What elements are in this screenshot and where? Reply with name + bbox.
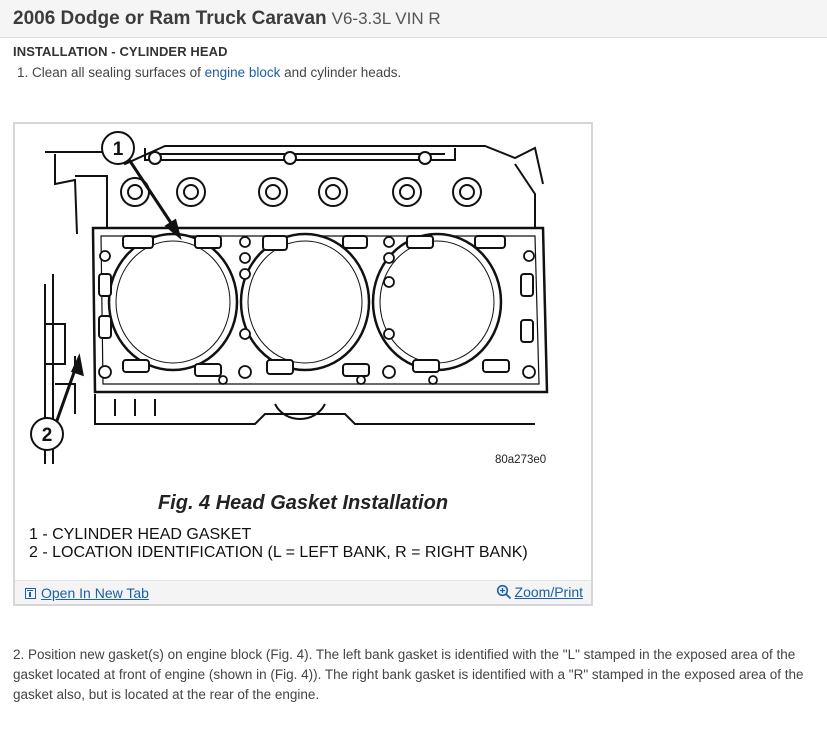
callout-1-label: 1 <box>113 139 124 160</box>
step-1-suffix: and cylinder heads. <box>280 65 402 80</box>
vehicle-title: 2006 Dodge or Ram Truck Caravan <box>13 7 327 29</box>
open-in-new-tab-link[interactable]: Open In New Tab <box>25 585 149 601</box>
head-gasket-diagram[interactable]: 1 2 <box>15 124 591 484</box>
callout-2-label: 2 <box>42 425 53 446</box>
figure-code: 80a273e0 <box>495 454 547 466</box>
step-1: 1. Clean all sealing surfaces of engine … <box>17 65 401 80</box>
figure-legend: 1 - CYLINDER HEAD GASKET 2 - LOCATION ID… <box>29 526 549 562</box>
open-in-new-tab-label: Open In New Tab <box>41 585 149 601</box>
page-header: 2006 Dodge or Ram Truck Caravan V6-3.3L … <box>0 0 827 38</box>
zoom-print-label: Zoom/Print <box>514 584 583 600</box>
step-1-prefix: 1. Clean all sealing surfaces of <box>17 65 205 80</box>
legend-item-1: 1 - CYLINDER HEAD GASKET <box>29 526 252 543</box>
callout-2: 2 <box>30 417 64 451</box>
section-heading: INSTALLATION - CYLINDER HEAD <box>13 44 228 59</box>
figure-container: 1 2 80a273e0 Fig. 4 Head Gasket Installa… <box>13 122 593 606</box>
figure-toolbar: Open In New Tab Zoom/Print <box>15 580 591 604</box>
figure-caption: Fig. 4 Head Gasket Installation <box>157 492 449 514</box>
callout-1: 1 <box>101 131 135 165</box>
zoom-print-link[interactable]: Zoom/Print <box>496 584 583 600</box>
engine-block-link[interactable]: engine block <box>204 65 281 80</box>
legend-item-2: 2 - LOCATION IDENTIFICATION (L = LEFT BA… <box>29 544 528 561</box>
step-2: 2. Position new gasket(s) on engine bloc… <box>13 647 804 702</box>
zoom-icon <box>496 584 511 600</box>
new-tab-icon <box>25 587 36 599</box>
engine-subtitle: V6-3.3L VIN R <box>331 8 441 28</box>
